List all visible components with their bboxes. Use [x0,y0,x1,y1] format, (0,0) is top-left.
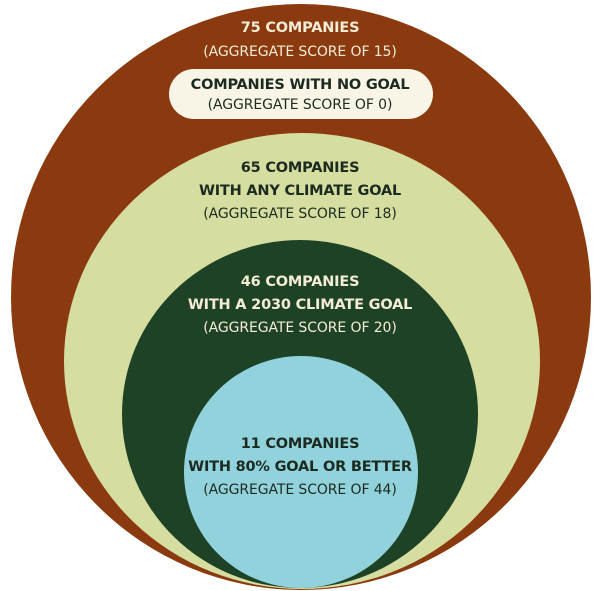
any-goal-title-line2: WITH ANY CLIMATE GOAL [198,183,402,199]
goal-2030-title-line1: 46 COMPANIES [240,274,360,290]
all-companies-score: (AGGREGATE SCORE OF 15) [203,44,397,60]
any-goal-title-line1: 65 COMPANIES [240,160,360,176]
no-goal-title: COMPANIES WITH NO GOAL [190,77,410,93]
goal-80-score: (AGGREGATE SCORE OF 44) [203,482,397,498]
goal-2030-title-line2: WITH A 2030 CLIMATE GOAL [187,297,413,313]
any-goal-score: (AGGREGATE SCORE OF 18) [203,206,397,222]
goal-80-percent-circle [184,356,418,588]
no-goal-pill [169,69,433,119]
goal-80-title-line1: 11 COMPANIES [240,436,360,452]
goal-80-title-line2: WITH 80% GOAL OR BETTER [188,459,412,475]
no-goal-score: (AGGREGATE SCORE OF 0) [207,97,393,113]
goal-2030-score: (AGGREGATE SCORE OF 20) [203,320,397,336]
all-companies-title: 75 COMPANIES [240,20,360,36]
